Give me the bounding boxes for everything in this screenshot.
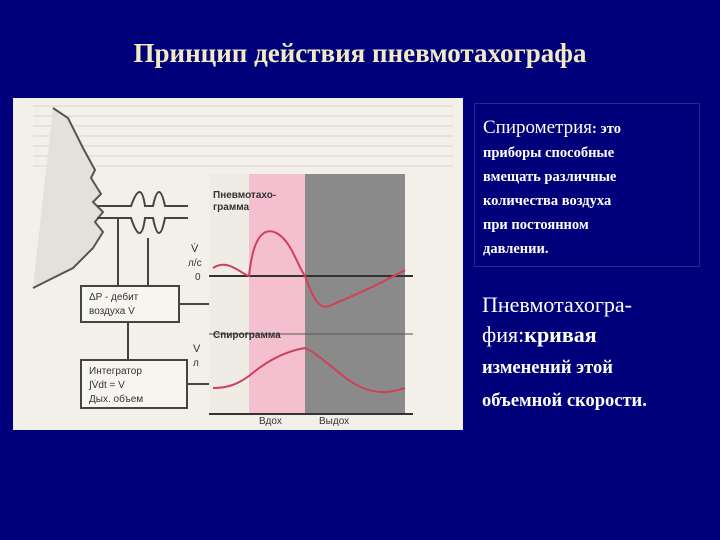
definition-line-1: приборы способные bbox=[483, 145, 615, 161]
pneumo-line-4: объемной скорости. bbox=[482, 391, 647, 411]
integrator-box-line1: Интегратор bbox=[89, 366, 142, 377]
definition-line-4: при постоянном bbox=[483, 217, 589, 233]
integrator-box-line3: Дых. объем bbox=[89, 393, 143, 405]
inhale-band bbox=[249, 174, 305, 414]
spirogram-curve bbox=[212, 346, 406, 394]
slide-title: Принцип действия пневмотахографа bbox=[133, 38, 587, 68]
pneumo-line-2: фия:кривая bbox=[482, 320, 714, 350]
x-label-inhale: Вдох bbox=[259, 416, 282, 427]
flow-box-line1: ΔP - дебит bbox=[89, 291, 139, 303]
pneumotachogram-curve bbox=[212, 230, 406, 308]
figure-drawing: ΔP - дебит воздуха V̇ Интегратор ∫V̇dt =… bbox=[32, 105, 453, 427]
axis-v-dot: V̇ bbox=[191, 242, 199, 255]
pneumo-line-1: Пневмотахогра- bbox=[482, 292, 632, 317]
x-label-exhale: Выдох bbox=[319, 416, 349, 427]
mouthpiece bbox=[97, 191, 188, 288]
spirogram-label: Спирограмма bbox=[213, 330, 281, 341]
integrator-box-line2: ∫V̇dt = V bbox=[88, 378, 125, 391]
pneumo-line-2-prefix: фия: bbox=[482, 322, 525, 347]
integrator-box bbox=[80, 359, 188, 409]
axis-unit-l: л bbox=[193, 358, 199, 369]
pneumo-line-2-bold: кривая bbox=[524, 322, 597, 347]
axis-unit-ls: л/с bbox=[188, 258, 202, 269]
pneumotachogram-label-2: грамма bbox=[213, 202, 249, 213]
pneumo-line-3: изменений этой bbox=[482, 358, 613, 378]
pneumotachography-definition: Пневмотахогра- фия:кривая изменений этой… bbox=[482, 290, 714, 416]
definition-line-5: давлении. bbox=[483, 241, 549, 257]
background-lines bbox=[33, 105, 453, 167]
definition-line-3: количества воздуха bbox=[483, 193, 612, 209]
flow-box-line2: воздуха V̇ bbox=[89, 304, 135, 317]
axis-v: V bbox=[193, 343, 201, 355]
pneumotachograph-figure: ΔP - дебит воздуха V̇ Интегратор ∫V̇dt =… bbox=[13, 98, 463, 430]
face-profile bbox=[32, 107, 105, 289]
definition-line-2: вмещать различные bbox=[483, 169, 617, 185]
axis-zero: 0 bbox=[195, 272, 201, 283]
pneumotachogram-label-1: Пневмотахо- bbox=[213, 190, 276, 201]
definition-lead-suffix: : это bbox=[592, 121, 621, 137]
spirometry-definition-box: Спирометрия: это приборы способные вмеща… bbox=[474, 103, 700, 267]
definition-lead: Спирометрия bbox=[483, 117, 593, 138]
